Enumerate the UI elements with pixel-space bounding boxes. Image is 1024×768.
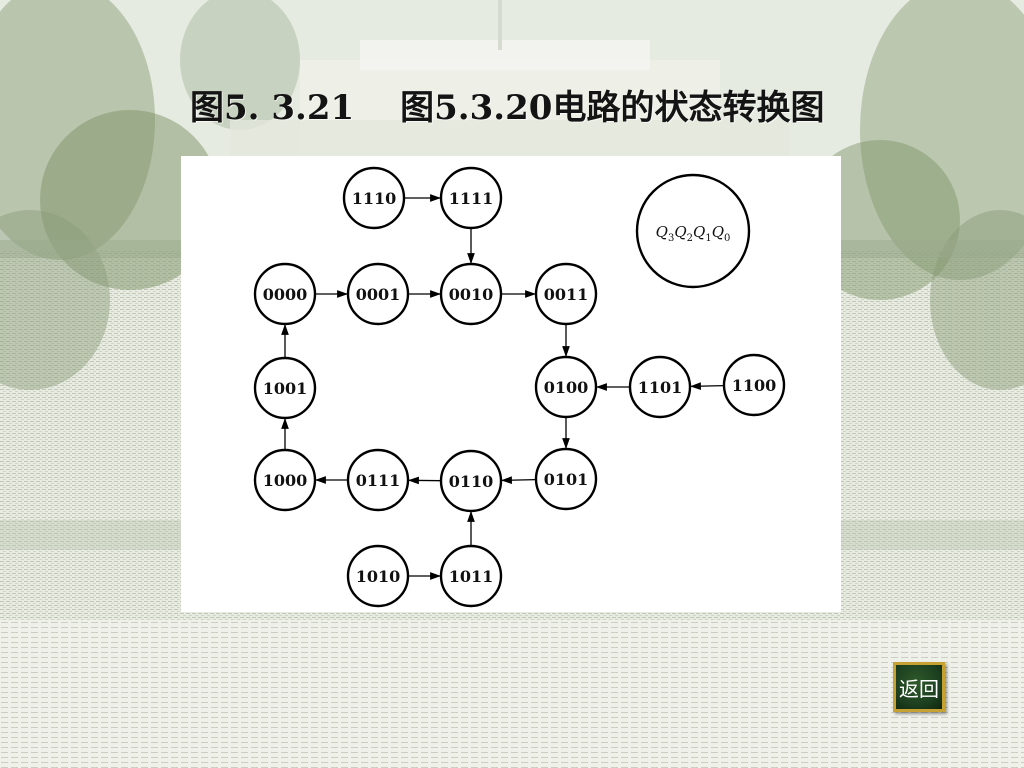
state-nodes: 1110 1111 0000 0001 0010 0011 1001 0100 1101 1100… (253, 166, 786, 608)
figure-number: 图5. 3.21 (190, 88, 355, 128)
state-circle (253, 262, 317, 326)
state-node-1101: 1101 (628, 355, 692, 419)
legend-circle (635, 173, 751, 289)
state-node-1110: 1110 (342, 166, 406, 230)
state-circle (346, 262, 410, 326)
transition-arrow-1100-to-1101 (689, 382, 725, 390)
state-label: 0001 (356, 285, 401, 304)
state-label: 0100 (544, 378, 589, 397)
state-circle (534, 262, 598, 326)
state-label: 1001 (263, 379, 308, 398)
state-node-0011: 0011 (534, 262, 598, 326)
state-node-0110: 0110 (439, 449, 503, 513)
state-node-1000: 1000 (253, 448, 317, 512)
state-node-1010: 1010 (346, 544, 410, 608)
state-circle (253, 448, 317, 512)
state-node-0111: 0111 (346, 448, 410, 512)
state-label: 1010 (356, 567, 401, 586)
state-node-1100: 1100 (722, 353, 786, 417)
legend-label: Q3Q2Q1Q0 (656, 223, 731, 244)
state-circle (346, 448, 410, 512)
state-node-0001: 0001 (346, 262, 410, 326)
state-circle (722, 353, 786, 417)
state-label: 1011 (449, 567, 494, 586)
state-node-0100: 0100 (534, 355, 598, 419)
state-node-1011: 1011 (439, 544, 503, 608)
state-node-1111: 1111 (439, 166, 503, 230)
slide-title: 图5. 3.21 图5.3.20电路的状态转换图 (190, 80, 824, 129)
state-label: 0000 (263, 285, 308, 304)
transition-arrows (281, 194, 725, 580)
state-node-0010: 0010 (439, 262, 503, 326)
state-label: 0011 (544, 285, 589, 304)
state-circle (439, 166, 503, 230)
transition-arrow-0101-to-0110 (500, 476, 537, 484)
state-diagram-svg: 1110 1111 0000 0001 0010 0011 1001 0100 1101 1100… (253, 166, 786, 608)
state-node-0000: 0000 (253, 262, 317, 326)
state-circle (253, 356, 317, 420)
state-circle (439, 449, 503, 513)
state-label: 0010 (449, 285, 494, 304)
state-label: 1000 (263, 471, 308, 490)
state-label: 1100 (732, 376, 777, 395)
state-circle (628, 355, 692, 419)
state-circle (342, 166, 406, 230)
state-circle (439, 262, 503, 326)
state-circle (439, 544, 503, 608)
state-node-0101: 0101 (534, 447, 598, 511)
legend-node: Q3Q2Q1Q0 (635, 173, 751, 289)
state-label: 0111 (356, 471, 401, 490)
state-node-1001: 1001 (253, 356, 317, 420)
state-label: 0110 (449, 472, 494, 491)
figure-caption: 图5.3.20电路的状态转换图 (400, 88, 825, 128)
state-label: 1111 (449, 189, 494, 208)
state-label: 1101 (638, 378, 683, 397)
state-diagram: 1110 1111 0000 0001 0010 0011 1001 0100 1101 1100… (181, 156, 841, 612)
state-label: 1110 (352, 189, 397, 208)
state-label: 0101 (544, 470, 589, 489)
state-circle (534, 447, 598, 511)
state-circle (534, 355, 598, 419)
return-button[interactable]: 返回 (893, 662, 945, 712)
state-circle (346, 544, 410, 608)
